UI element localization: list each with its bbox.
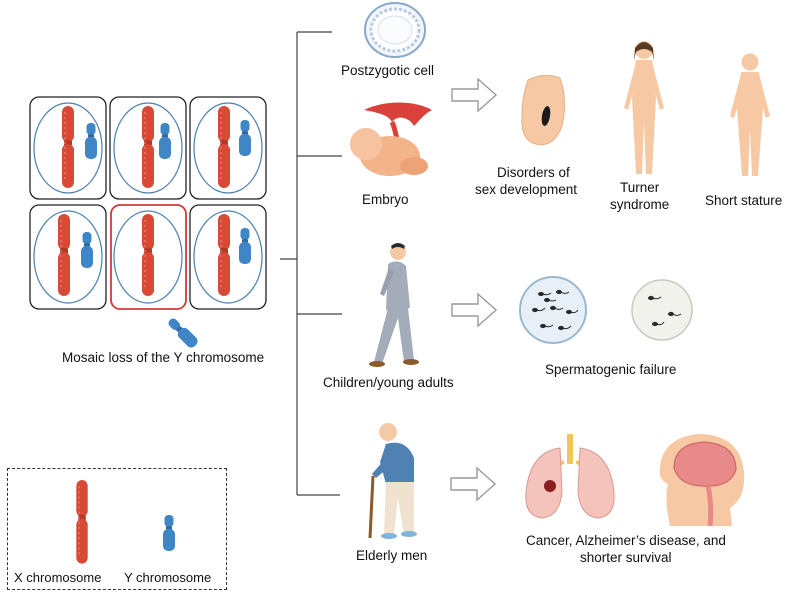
cell-box	[189, 96, 267, 200]
elderly-man-icon	[368, 423, 417, 539]
legend-x-label: X chromosome	[14, 570, 102, 585]
cell-box	[189, 204, 267, 310]
cell-membrane	[113, 210, 183, 304]
sperm-dish-icon	[519, 276, 693, 344]
cell-membrane	[193, 102, 263, 194]
outcome-dsd-line1: Disorders of	[497, 165, 570, 180]
cell-membrane	[33, 102, 103, 194]
legend-y-label: Y chromosome	[124, 570, 212, 585]
outcome-turner-line1: Turner	[620, 180, 660, 195]
cell-icon	[364, 2, 426, 58]
outcome-spermatogenic: Spermatogenic failure	[545, 362, 677, 377]
lost-y-cell-box	[110, 204, 187, 310]
mosaic-label: Mosaic loss of the Y chromosome	[62, 350, 265, 365]
stage-children: Children/young adults	[323, 375, 454, 390]
cell-box	[109, 96, 187, 200]
outcome-cancer-line2: shorter survival	[580, 550, 672, 565]
lungs-icon	[525, 434, 615, 519]
right-arrow-icon	[450, 77, 498, 502]
legend-box	[7, 468, 227, 590]
cell-box	[29, 204, 107, 310]
stage-elderly: Elderly men	[356, 548, 428, 563]
cell-membrane	[33, 210, 103, 304]
outcome-turner-line2: syndrome	[610, 197, 670, 212]
outcome-cancer-line1: Cancer, Alzheimer’s disease, and	[526, 533, 726, 548]
walking-man-icon	[369, 243, 419, 367]
brain-icon	[659, 434, 745, 527]
cell-box	[29, 96, 107, 200]
stage-postzygotic: Postzygotic cell	[341, 63, 435, 78]
cell-membrane	[113, 102, 183, 194]
embryo-icon	[350, 102, 432, 176]
outcome-short-stature: Short stature	[705, 193, 783, 208]
short-body-icon	[730, 53, 770, 176]
stage-embryo: Embryo	[362, 192, 409, 207]
cell-membrane	[193, 210, 263, 304]
outcome-dsd-line2: sex development	[475, 182, 578, 197]
female-body-icon	[624, 41, 664, 174]
genital-icon	[521, 74, 566, 146]
mosaic-cell-grid	[29, 96, 267, 350]
